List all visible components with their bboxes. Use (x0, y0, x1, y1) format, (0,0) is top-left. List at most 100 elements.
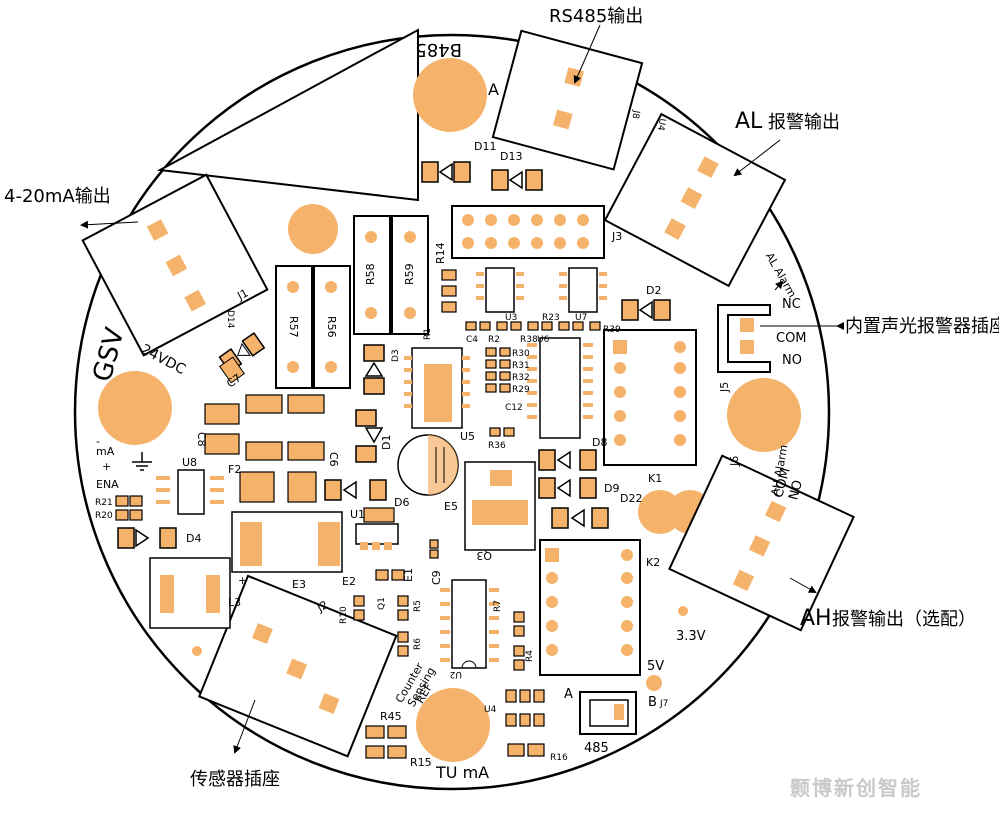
ref-designator-label: R6 (413, 638, 423, 650)
ref-designator-label: C4 (466, 335, 478, 345)
ref-designator-label: U6 (537, 335, 550, 345)
ref-designator-label: C6 (327, 452, 340, 467)
u2-ic (440, 579, 499, 669)
top-triangle-outline (156, 28, 419, 202)
v5-text: 5V (647, 659, 664, 674)
ref-designator-label: J3 (611, 230, 622, 243)
ref-designator-label: K1 (648, 472, 662, 485)
ref-designator-label: U4 (655, 117, 667, 131)
l3-inductor (149, 557, 231, 629)
ref-designator-label: U5 (460, 430, 475, 443)
ref-designator-label: U4 (484, 705, 497, 715)
diodes (117, 161, 671, 549)
ref-designator-label: R14 (434, 242, 447, 264)
ref-designator-label: D2 (646, 284, 661, 297)
ref-designator-label: R21 (95, 498, 113, 508)
ref-designator-label: U2 (450, 669, 462, 679)
ref-designator-label: U7 (575, 313, 587, 323)
ref-designator-label: R29 (512, 385, 530, 395)
ref-designator-label: R30 (512, 349, 530, 359)
ref-designator-label: U8 (182, 456, 197, 469)
ena-text: ENA (96, 478, 119, 491)
ref-designator-label: E1 (402, 568, 415, 582)
j7-connector (579, 675, 662, 735)
ref-designator-label: J7 (659, 699, 668, 709)
ref-designator-label: D8 (592, 436, 607, 449)
u5-regulator (404, 347, 470, 429)
r58-r59 (353, 215, 429, 335)
sensor-socket-label: 传感器插座 (190, 769, 280, 790)
al-out-text: 报警输出 (768, 112, 840, 133)
ref-designator-label: C12 (505, 403, 523, 413)
ref-designator-label: R7 (493, 600, 503, 612)
ref-designators: D11 D13 J3 R14 D2 R58 R59 R57 R56 D14 C7… (95, 108, 741, 769)
ref-designator-label: R38 (520, 335, 538, 345)
ref-designator-label: D22 (620, 492, 642, 505)
ref-designator-label: D11 (474, 140, 496, 153)
ref-designator-label: D13 (500, 150, 522, 163)
ref-designator-label: R1 (423, 328, 433, 340)
j3-header (451, 205, 605, 259)
ref-designator-label: J1 (234, 286, 250, 303)
ref-designator-label: R32 (512, 373, 530, 383)
ref-designator-label: R45 (380, 710, 402, 723)
buzzer-socket-label: 内置声光报警器插座 (845, 316, 999, 337)
ref-designator-label: C8 (195, 432, 208, 447)
ref-designator-label: U3 (505, 313, 517, 323)
u3-outline (485, 267, 515, 313)
tu-ma-text: TU mA (435, 763, 489, 782)
nc-text: NC (782, 297, 801, 312)
u1-package (355, 523, 399, 545)
buzzer-socket (717, 304, 771, 373)
ma-text: mA (96, 445, 115, 458)
ref-designator-label: R59 (403, 263, 416, 285)
ref-designator-label: R10 (339, 606, 349, 624)
ref-designator-label: R36 (488, 441, 506, 451)
plus2-text: + (238, 574, 247, 587)
ref-designator-label: R39 (603, 325, 621, 335)
ref-designator-label: D1 (380, 435, 393, 450)
no2-text: NO (786, 479, 806, 502)
k2-relay (539, 539, 641, 676)
plus-text: + (102, 460, 111, 473)
ma-connector (81, 173, 269, 357)
ground-symbol-icon (132, 452, 152, 471)
rs485-text: 485 (584, 741, 609, 756)
u6-ic (527, 337, 593, 439)
ref-designator-label: R4 (525, 650, 535, 662)
ref-designator-label: E2 (342, 575, 356, 588)
ref-designator-label: R23 (542, 313, 560, 323)
q3-transistor (464, 461, 536, 551)
ref-designator-label: J6 (728, 456, 741, 467)
ref-designator-label: R31 (512, 361, 530, 371)
v33-text: 3.3V (676, 629, 706, 644)
u3-u7-pads (476, 272, 607, 300)
e3-capacitor (231, 511, 343, 573)
ref-designator-label: R58 (364, 263, 377, 285)
minus-text: - (96, 435, 100, 448)
ref-designator-label: D14 (225, 310, 235, 329)
rs485-out-label: RS485输出 (549, 6, 643, 27)
ref-designator-label: J5 (718, 382, 731, 393)
a-text: A (488, 80, 499, 99)
u1-pads (360, 542, 392, 550)
al-out-prefix: AL (735, 109, 763, 134)
a2-text: A (564, 687, 573, 702)
ref-designator-label: R20 (95, 511, 113, 521)
leader-lines (80, 24, 844, 754)
ref-designator-label: C9 (430, 570, 443, 585)
ah-out-text: 报警输出（选配） (832, 609, 976, 630)
ref-designator-label: Q1 (377, 597, 387, 610)
ma-out-label: 4-20mA输出 (4, 186, 111, 207)
ref-designator-label: R2 (488, 335, 500, 345)
smd-pads (115, 269, 601, 759)
u7-outline (568, 267, 598, 313)
ref-designator-label: R5 (413, 600, 423, 612)
c7-pad (219, 356, 245, 384)
ref-designator-label: D9 (604, 482, 619, 495)
watermark-text: 颢博新创智能 (790, 776, 922, 800)
ah-connector (668, 454, 855, 632)
e5-capacitor (397, 434, 459, 496)
